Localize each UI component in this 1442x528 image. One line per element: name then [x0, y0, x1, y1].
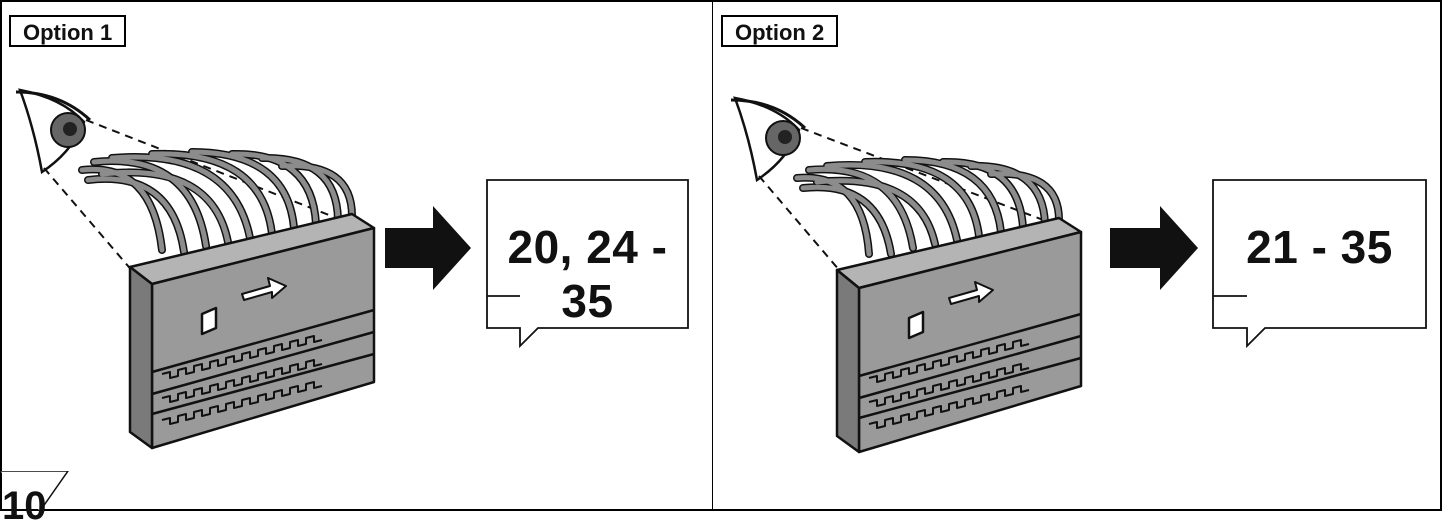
option-1-panel: Option 1 [0, 0, 713, 511]
option-2-panel: Option 2 [712, 0, 1442, 511]
page-number: 10 [2, 484, 47, 528]
option-1-illustration [15, 88, 689, 450]
sight-lines [43, 119, 353, 295]
connector-block [128, 212, 376, 450]
result-callout-box [1212, 179, 1427, 349]
eye-icon [730, 96, 807, 183]
result-callout-box [486, 179, 689, 349]
connector-block [835, 216, 1083, 454]
option-2-illustration [730, 96, 1427, 454]
wire-bundle [793, 156, 1063, 258]
eye-icon [15, 88, 92, 175]
option-1-label: Option 1 [9, 15, 127, 47]
result-arrow-icon [385, 206, 471, 290]
result-arrow-icon [1110, 206, 1198, 290]
page-corner-tab [0, 471, 69, 511]
option-2-label: Option 2 [721, 15, 839, 47]
option-1-pin-range: 20, 24 - 35 [507, 221, 668, 327]
option-2-pin-range: 21 - 35 [1246, 221, 1393, 273]
wire-bundle [78, 148, 356, 256]
